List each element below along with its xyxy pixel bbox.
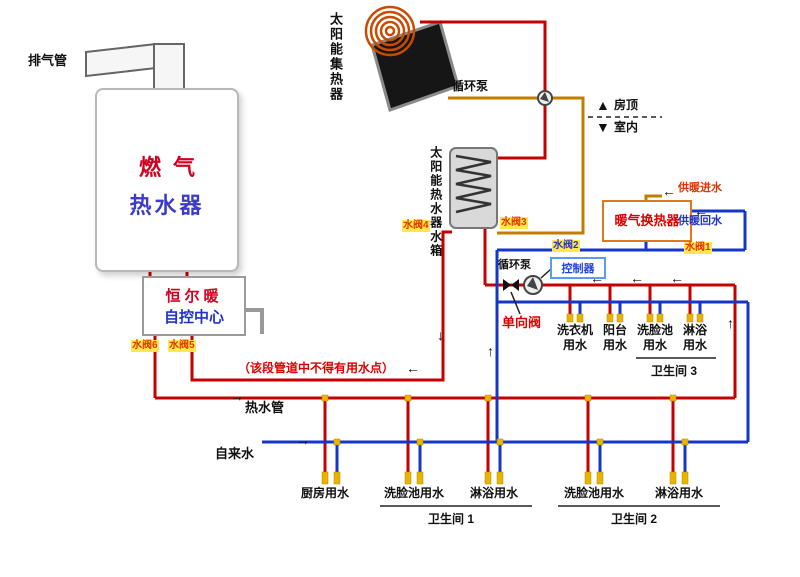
- control-center-label-line1: 恒尔暖: [165, 288, 223, 305]
- fixture-label: 用水: [682, 338, 707, 352]
- fixture-label: 用水: [562, 338, 587, 352]
- gas-heater-label-line1: 燃气: [138, 155, 207, 180]
- control-box-stub-pipe: [242, 308, 264, 334]
- flow-arrow-right-cold-main: →: [296, 432, 310, 448]
- fixture-kitchen-label: 厨房用水: [301, 486, 350, 500]
- valve-6-label: 水阀6: [131, 340, 159, 352]
- exhaust-pipe-shape: [85, 42, 185, 93]
- flow-arrow-left-bath3-1: ←: [590, 270, 604, 286]
- flow-arrow-left-note: ←: [406, 360, 420, 376]
- check-valve-label: 单向阀: [502, 315, 542, 330]
- fixture-label: 洗衣机: [556, 323, 593, 337]
- bath3-fixture-balcony: 阳台 用水: [591, 323, 639, 353]
- valve-tees: [321, 313, 704, 485]
- no-tap-note: （该段管道中不得有用水点）: [238, 361, 395, 375]
- gas-water-heater: 燃气 热水器: [95, 88, 239, 272]
- valve-3-label: 水阀3: [500, 217, 528, 229]
- gas-heater-label-line2: 热水器: [129, 193, 205, 218]
- heat-exchanger-label: 暖气换热器: [614, 213, 680, 228]
- bathroom1-title: 卫生间 1: [428, 512, 475, 526]
- bath3-fixture-shower: 淋浴 用水: [671, 323, 719, 353]
- fixture-label: 淋浴: [682, 323, 707, 337]
- controller-label: 控制器: [561, 263, 595, 275]
- fixture-shower1-label: 淋浴用水: [470, 486, 519, 500]
- flow-arrow-left-bath3-3: ←: [670, 270, 684, 286]
- solar-tank-shape: [449, 147, 498, 229]
- flow-arrow-left-heating-return: ←: [694, 203, 708, 219]
- fixture-label: 洗脸池: [636, 323, 673, 337]
- valve-2-label: 水阀2: [552, 240, 580, 252]
- solar-collector-label: 太阳能集热器: [327, 12, 343, 102]
- fixture-shower2-label: 淋浴用水: [655, 486, 704, 500]
- fixture-basin2-label: 洗脸池用水: [564, 486, 625, 500]
- flow-arrow-left-bath3-2: ←: [630, 270, 644, 286]
- flow-arrow-up-cold-riser: ↑: [487, 343, 494, 359]
- flow-arrow-up-right-riser: ↑: [727, 315, 734, 331]
- control-center: 恒尔暖 自控中心: [142, 276, 246, 336]
- bath3-fixture-washer: 洗衣机 用水: [551, 323, 599, 353]
- controller-box: 控制器: [550, 257, 606, 279]
- pipes-cold: [262, 209, 750, 472]
- tap-water-label: 自来水: [215, 446, 255, 461]
- flow-arrow-left-heating-supply: ←: [662, 183, 676, 199]
- valve-4-label: 水阀4: [402, 220, 430, 232]
- hot-water-pipe-label: 热水管: [245, 400, 285, 415]
- fixture-label: 用水: [642, 338, 667, 352]
- roof-triangle-icon: ▲: [596, 97, 610, 113]
- fixture-label: 阳台: [602, 323, 627, 337]
- circulation-pump-bottom-icon: [523, 268, 552, 295]
- check-valve-icon: [503, 279, 521, 315]
- bathroom2-title: 卫生间 2: [611, 512, 658, 526]
- flow-arrow-down-tank-feed: ↓: [437, 327, 444, 343]
- indoor-triangle-icon: ▼: [596, 119, 610, 135]
- valve-1-label: 水阀1: [684, 242, 712, 254]
- control-center-label-line2: 自控中心: [163, 309, 224, 326]
- pump-bottom-label: 循环泵: [498, 259, 531, 271]
- bath3-fixture-basin: 洗脸池 用水: [631, 323, 679, 353]
- solar-tank-label: 太阳能热水器水箱: [428, 146, 443, 258]
- collector-coil-icon: [364, 5, 416, 57]
- pump-top-label: 循环泵: [452, 79, 489, 93]
- flow-arrow-right-hot-main: →: [230, 388, 244, 404]
- bathroom3-title: 卫生间 3: [651, 364, 698, 378]
- heating-heat-exchanger: 暖气换热器: [602, 200, 692, 242]
- indoor-label: 室内: [614, 120, 639, 134]
- heating-supply-label: 供暖进水: [678, 182, 722, 194]
- fixture-basin1-label: 洗脸池用水: [384, 486, 445, 500]
- valve-5-label: 水阀5: [168, 340, 196, 352]
- solar-panel: [370, 20, 460, 112]
- roof-label: 房顶: [614, 98, 639, 112]
- exhaust-pipe-label: 排气管: [28, 53, 68, 68]
- fixture-label: 用水: [602, 338, 627, 352]
- circulation-pump-top-icon: [537, 90, 553, 106]
- heating-return-label: 供暖回水: [678, 215, 722, 227]
- pipes-solar: [448, 96, 662, 235]
